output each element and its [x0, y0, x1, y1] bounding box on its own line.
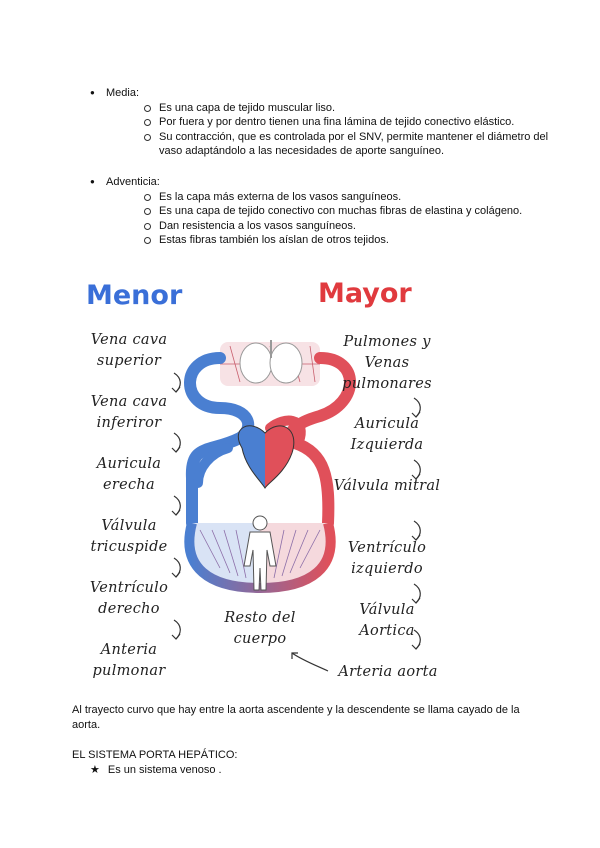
label-resto-del-cuerpo: Resto del cuerpo [224, 610, 296, 647]
label-auricula-izquierda: Auricula Izquierda [350, 416, 424, 453]
cayado-paragraph: Al trayecto curvo que hay entre la aorta… [72, 704, 520, 731]
flow-arrows [171, 372, 421, 672]
label-vena-cava-superior: Vena cava superior [90, 332, 168, 369]
list-item: Es una capa de tejido conectivo con much… [144, 204, 550, 219]
list-item: Adventicia: Es la capa más externa de lo… [90, 175, 550, 248]
star-icon: ★ [90, 764, 100, 776]
list-item: Su contracción, que es controlada por el… [144, 130, 550, 159]
label-ventriculo-derecho: Ventrículo derecho [89, 580, 169, 617]
adventicia-list: Adventicia: Es la capa más externa de lo… [90, 175, 550, 248]
list-item: Es un sistema venoso . [107, 764, 222, 776]
label-pulmones-venas: Pulmones y Venas pulmonares [342, 334, 432, 392]
section-title-adventicia: Adventicia: [106, 176, 160, 188]
portal-list: ★ Es un sistema venoso . [90, 763, 222, 777]
list-item: Por fuera y por dentro tienen una fina l… [144, 115, 550, 130]
label-vena-cava-inferior: Vena cava inferiror [90, 394, 168, 431]
label-valvula-mitral: Válvula mitral [333, 478, 441, 494]
media-list: Media: Es una capa de tejido muscular li… [90, 86, 550, 159]
circulation-diagram [171, 340, 421, 672]
label-auricula-derecha: Auricula erecha [96, 456, 162, 493]
pulmonary-artery-vessel [184, 352, 255, 529]
list-item: Estas fibras también los aíslan de otros… [144, 233, 550, 248]
list-item: Media: Es una capa de tejido muscular li… [90, 86, 550, 159]
human-figure-icon [243, 515, 277, 591]
section-title-media: Media: [106, 87, 140, 99]
heart [237, 425, 295, 489]
heading-mayor: Mayor [318, 278, 412, 309]
circulation-figure: Menor Mayor [70, 268, 450, 686]
list-item: Dan resistencia a los vasos sanguíneos. [144, 219, 550, 234]
lung-capillaries [220, 340, 320, 386]
list-item: Es la capa más externa de los vasos sang… [144, 190, 550, 205]
list-item: Es una capa de tejido muscular liso. [144, 101, 550, 116]
label-valvula-aortica: Válvula Aortica [359, 602, 415, 639]
portal-title: EL SISTEMA PORTA HEPÁTICO: [72, 749, 238, 761]
body-capillaries [184, 521, 336, 594]
label-arteria-aorta: Arteria aorta [338, 664, 438, 680]
heading-menor: Menor [86, 280, 183, 311]
label-arteria-pulmonar: Anteria pulmonar [92, 642, 166, 679]
label-valvula-tricuspide: Válvula tricuspide [90, 518, 168, 555]
label-ventriculo-izquierdo: Ventrículo izquierdo [347, 540, 427, 577]
